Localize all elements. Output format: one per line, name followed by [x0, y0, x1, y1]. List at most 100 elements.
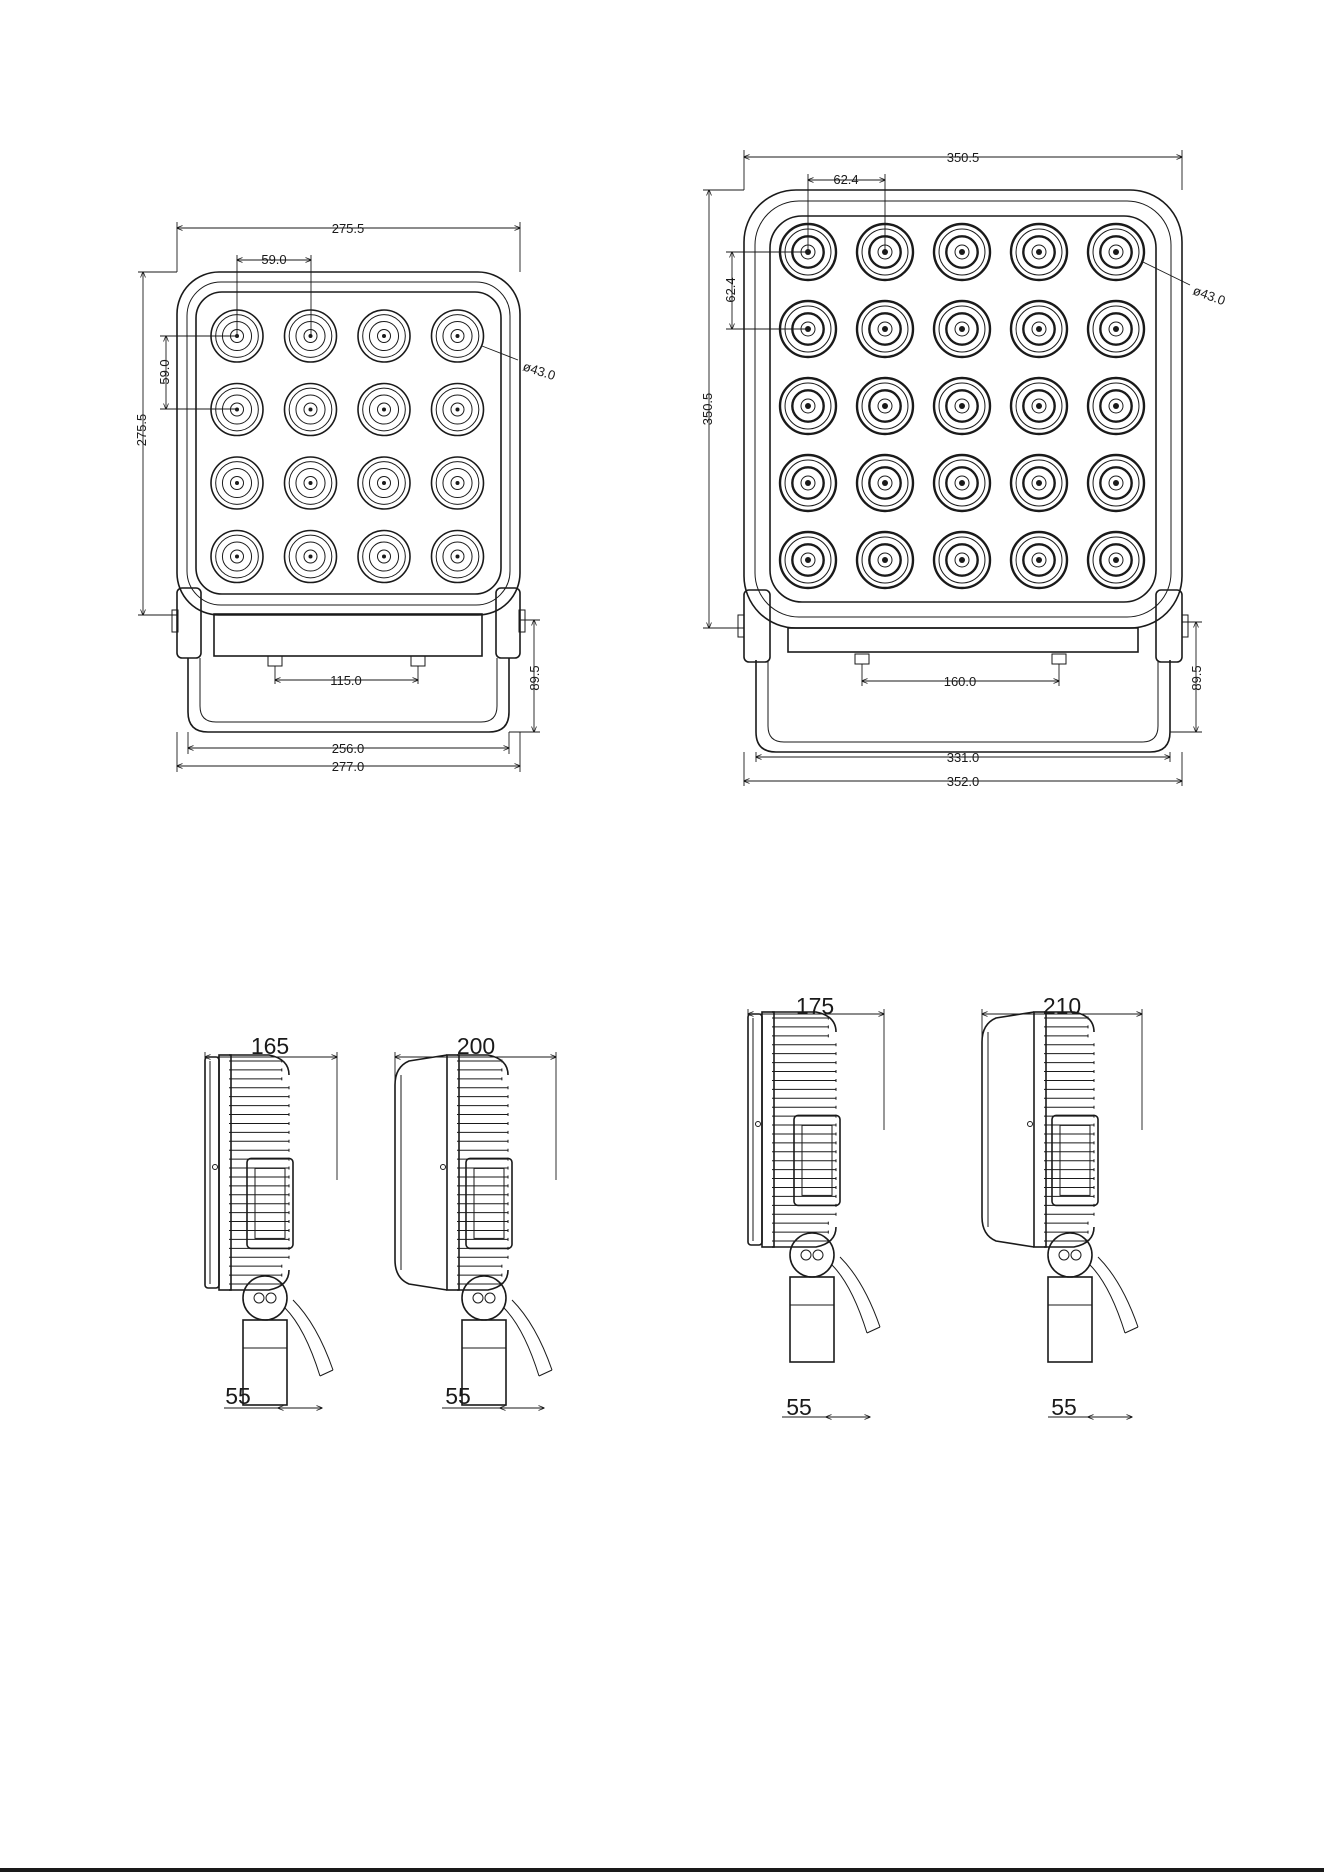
side-bracket-label: 55 — [1051, 1394, 1077, 1420]
side-bracket-label: 55 — [445, 1383, 471, 1409]
led-lens — [358, 310, 410, 362]
led-lens — [432, 457, 484, 509]
yoke-knob-left — [738, 615, 744, 637]
led-lens — [1088, 224, 1144, 280]
led-lens — [934, 455, 990, 511]
led-lens — [432, 384, 484, 436]
led-lens — [934, 378, 990, 434]
dim-overall-height-label: 350.5 — [700, 393, 715, 426]
led-lens — [211, 384, 263, 436]
dim-pitch-x-label: 62.4 — [833, 172, 858, 187]
dim-bracket-height-label: 89.5 — [1189, 665, 1204, 690]
yoke-left — [744, 590, 770, 662]
dim-bracket-inner-width-label: 331.0 — [947, 750, 980, 765]
mount-post — [1048, 1277, 1092, 1362]
heat-sink-bottom — [229, 1270, 289, 1290]
side-depth-label: 175 — [796, 993, 834, 1019]
led-lens — [285, 310, 337, 362]
led-lens — [358, 457, 410, 509]
side-bracket-label: 55 — [225, 1383, 251, 1409]
mount-post — [790, 1277, 834, 1362]
body-plate — [447, 1055, 459, 1290]
led-lens — [857, 301, 913, 357]
mount-bolt-left — [268, 656, 282, 666]
led-lens — [1088, 301, 1144, 357]
mount-bolt-right — [411, 656, 425, 666]
lens-grid — [211, 310, 484, 583]
led-lens — [1011, 532, 1067, 588]
led-lens — [211, 457, 263, 509]
led-lens — [857, 378, 913, 434]
power-cable — [832, 1265, 867, 1333]
led-lens — [358, 531, 410, 583]
led-lens — [934, 224, 990, 280]
body-plate — [762, 1012, 774, 1247]
page-bottom-rule — [0, 1868, 1324, 1872]
led-lens — [1088, 378, 1144, 434]
dim-mount-spacing-label: 115.0 — [330, 673, 362, 688]
side-view-165 — [205, 1055, 333, 1405]
leader-lens-diameter — [1143, 262, 1190, 285]
yoke-right — [1156, 590, 1182, 662]
yoke-left — [177, 588, 201, 658]
led-lens — [780, 455, 836, 511]
power-cable — [504, 1308, 539, 1376]
side-view-200 — [395, 1055, 552, 1405]
dim-lens-diameter-label: ø43.0 — [521, 359, 557, 384]
led-lens — [934, 301, 990, 357]
body-plate — [1034, 1012, 1046, 1247]
rear-housing — [788, 628, 1138, 652]
led-lens — [285, 531, 337, 583]
yoke-knob-right — [1182, 615, 1188, 637]
led-lens — [1088, 532, 1144, 588]
pivot-knob — [462, 1276, 506, 1320]
dim-pitch-y-label: 62.4 — [723, 277, 738, 302]
lens-plate — [196, 292, 501, 594]
led-lens — [1011, 224, 1067, 280]
dim-overall-width-label: 275.5 — [332, 221, 365, 236]
mount-bolt-right — [1052, 654, 1066, 664]
led-lens — [1011, 301, 1067, 357]
dim-bracket-inner-width-label: 256.0 — [332, 741, 365, 756]
side-depth-label: 200 — [457, 1033, 495, 1059]
led-lens — [432, 531, 484, 583]
bracket-inner — [200, 658, 497, 722]
led-lens — [857, 532, 913, 588]
dim-lens-diameter-label: ø43.0 — [1191, 283, 1227, 308]
led-lens — [211, 531, 263, 583]
led-lens — [1011, 378, 1067, 434]
power-cable — [1090, 1265, 1125, 1333]
led-lens — [285, 457, 337, 509]
front-view-4x4: 275.5 59.0 275.5 59.0 ø43.0 115.0 89.5 2… — [134, 221, 557, 774]
led-lens — [780, 378, 836, 434]
bracket-inner — [768, 660, 1158, 742]
side-dims: 165 55 200 55 175 55 210 55 — [205, 993, 1142, 1420]
front-view-5x5: 350.5 62.4 350.5 62.4 ø43.0 160.0 89.5 3… — [700, 150, 1227, 789]
pivot-knob — [1048, 1233, 1092, 1277]
pivot-knob — [243, 1276, 287, 1320]
dim-bracket-outer-width-label: 277.0 — [332, 759, 365, 774]
lens-grid — [780, 224, 1144, 588]
front-cap — [395, 1055, 447, 1290]
front-cap — [748, 1014, 762, 1245]
power-cable — [285, 1308, 320, 1376]
side-view-210 — [982, 1012, 1138, 1362]
led-lens — [285, 384, 337, 436]
led-lens — [358, 384, 410, 436]
dim-bracket-height-label: 89.5 — [527, 665, 542, 690]
side-depth-label: 210 — [1043, 993, 1081, 1019]
dim-overall-width-label: 350.5 — [947, 150, 980, 165]
heat-sink-bottom — [772, 1227, 836, 1247]
led-lens — [934, 532, 990, 588]
body-plate — [219, 1055, 231, 1290]
front-cap — [982, 1012, 1034, 1247]
led-lens — [1088, 455, 1144, 511]
yoke-right — [496, 588, 520, 658]
rear-housing — [214, 614, 482, 656]
side-bracket-label: 55 — [786, 1394, 812, 1420]
led-lens — [1011, 455, 1067, 511]
dim-pitch-x-label: 59.0 — [261, 252, 286, 267]
bracket-outer — [188, 658, 509, 732]
mount-bolt-left — [855, 654, 869, 664]
side-depth-label: 165 — [251, 1033, 289, 1059]
